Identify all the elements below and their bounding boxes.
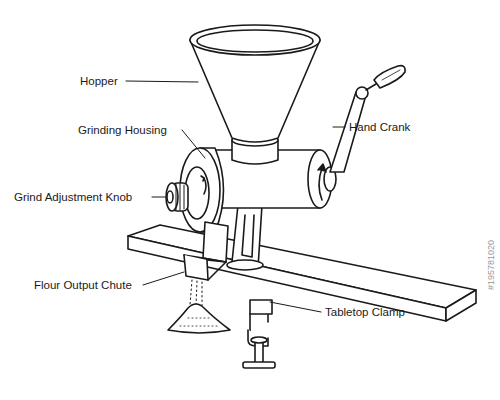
part-label: Flour Output Chute	[34, 278, 132, 292]
part-label: Grinding Housing	[78, 123, 167, 137]
part-label: Tabletop Clamp	[325, 305, 405, 319]
part-label: Hopper	[80, 74, 118, 88]
part-label: Hand Crank	[349, 120, 410, 134]
part-label: Grind Adjustment Knob	[14, 190, 132, 204]
watermark-text: #195781020	[486, 240, 496, 290]
